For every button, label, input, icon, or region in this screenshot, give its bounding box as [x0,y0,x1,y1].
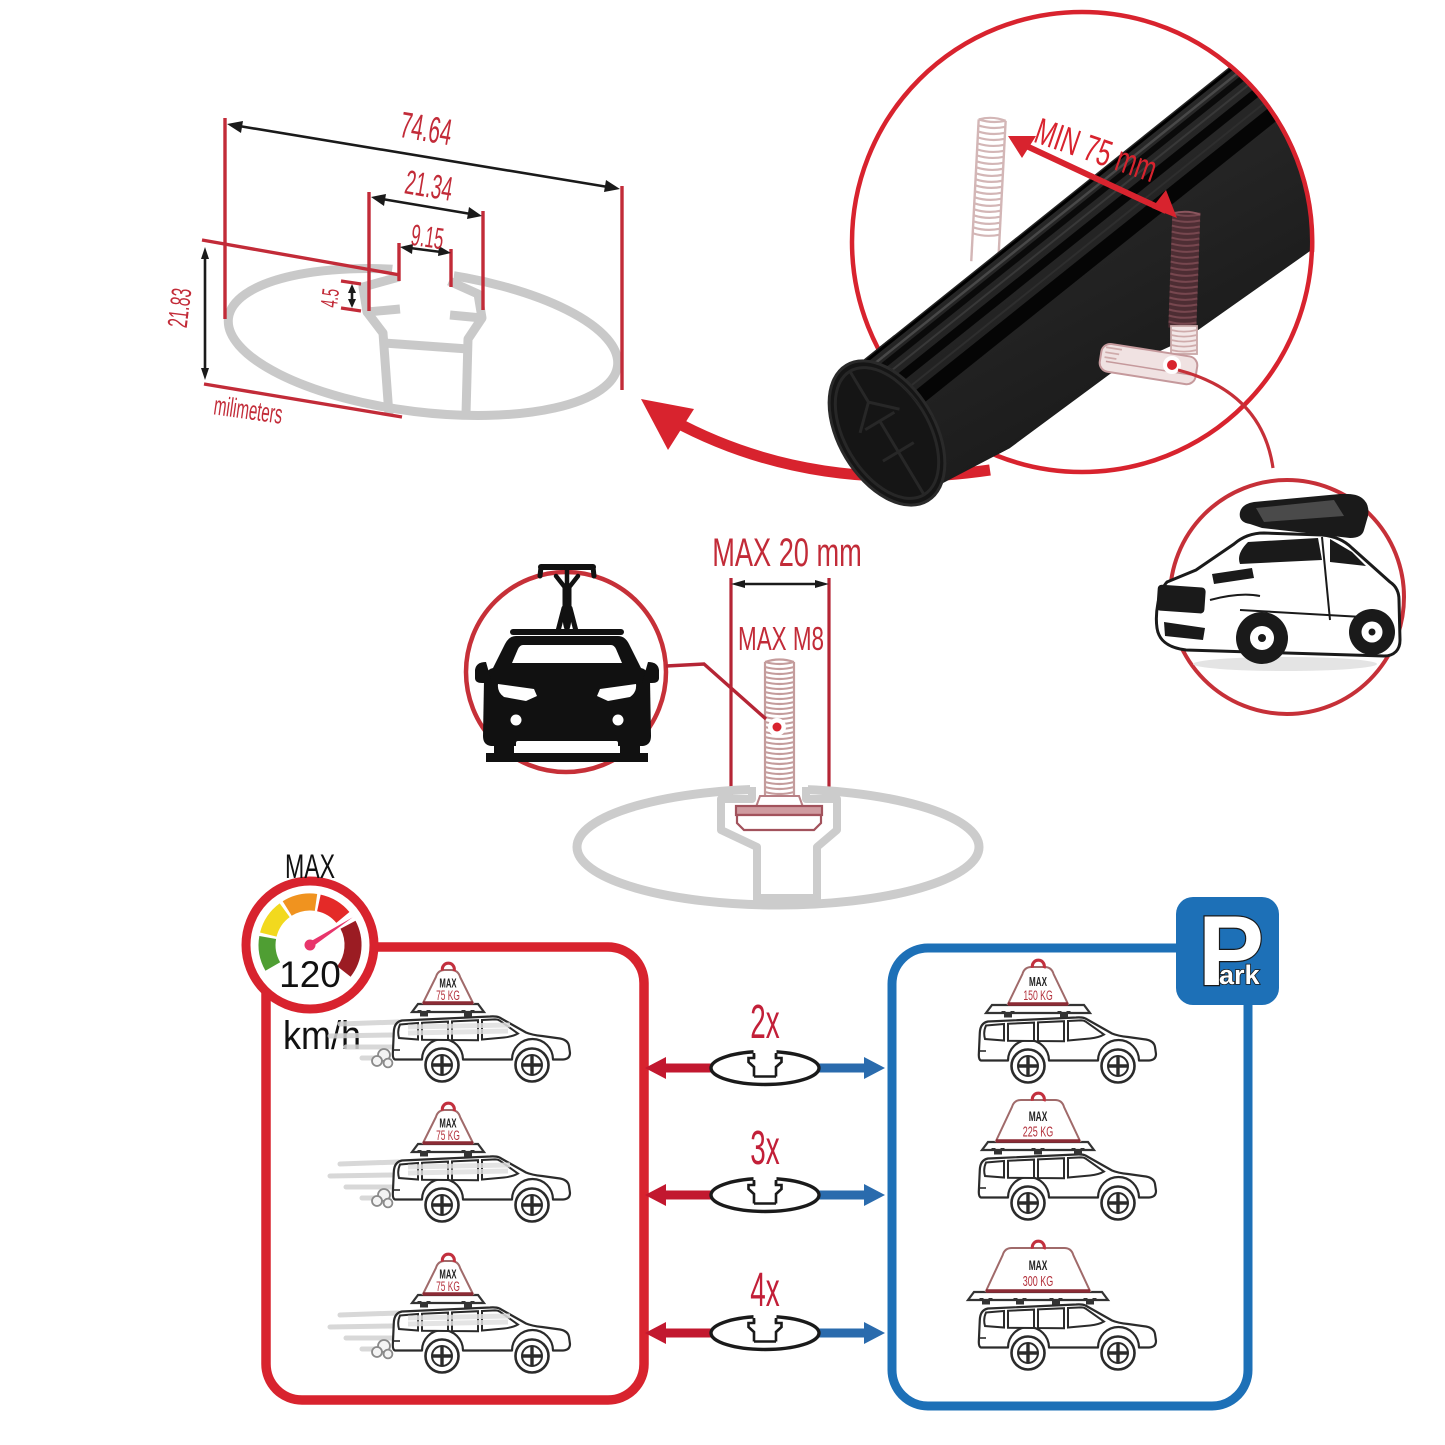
svg-text:74.64: 74.64 [397,105,455,154]
svg-text:75 KG: 75 KG [436,1129,460,1143]
svg-text:300 KG: 300 KG [1023,1273,1053,1290]
svg-text:MAX: MAX [439,1118,456,1131]
svg-text:75 KG: 75 KG [436,989,460,1003]
svg-text:21.34: 21.34 [402,163,455,209]
svg-text:9.15: 9.15 [409,219,446,257]
svg-text:MAX: MAX [285,849,335,886]
svg-text:2x: 2x [750,995,780,1049]
svg-text:120: 120 [279,954,341,995]
svg-text:MAX: MAX [1029,975,1047,989]
svg-text:3x: 3x [750,1121,780,1175]
svg-text:MAX: MAX [1029,1110,1048,1124]
svg-text:MAX: MAX [439,978,456,991]
svg-text:P: P [1198,895,1264,1006]
svg-text:21.83: 21.83 [161,286,198,329]
svg-text:MAX 20 mm: MAX 20 mm [712,531,862,575]
svg-text:4x: 4x [750,1263,780,1317]
svg-text:75 KG: 75 KG [436,1280,460,1294]
svg-text:MAX M8: MAX M8 [738,620,824,657]
svg-text:4.5: 4.5 [316,287,345,309]
svg-text:150 KG: 150 KG [1023,988,1052,1004]
svg-text:225 KG: 225 KG [1023,1123,1053,1140]
svg-text:ark: ark [1219,960,1261,990]
svg-text:MAX: MAX [1029,1259,1048,1273]
svg-text:MAX: MAX [439,1269,456,1282]
